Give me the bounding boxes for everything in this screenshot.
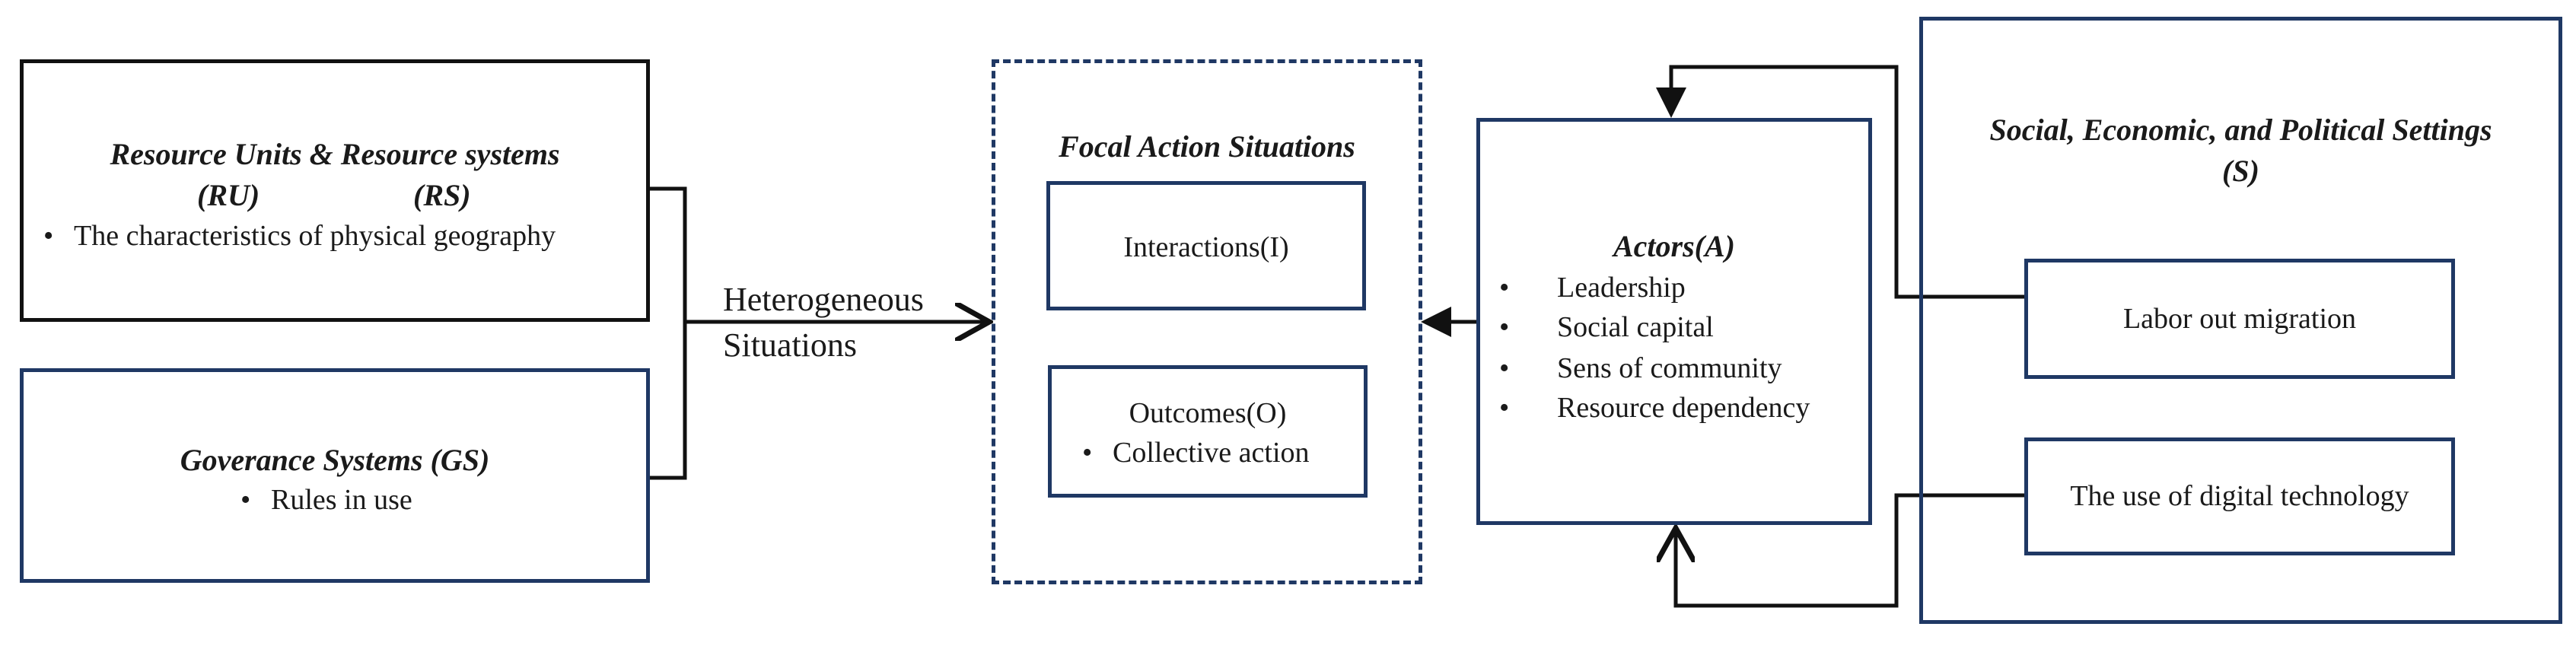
actors-bullet-leadership: • Leadership xyxy=(1499,271,1686,304)
actors-bullet-text: Sens of community xyxy=(1557,352,1782,384)
governance-systems-title: Goverance Systems (GS) xyxy=(180,443,490,477)
resource-units-title: Resource Units & Resource systems xyxy=(110,137,560,171)
focal-action-situations-box: Focal Action Situations xyxy=(992,59,1422,584)
resource-units-box: Resource Units & Resource systems (RU) (… xyxy=(20,59,650,322)
outcomes-box: Outcomes(O) • Collective action xyxy=(1048,365,1368,498)
resource-units-ru-label: (RU) xyxy=(197,178,260,212)
outcomes-bullet: • Collective action xyxy=(1082,436,1310,469)
bullet-dot: • xyxy=(1499,392,1510,424)
bullet-dot: • xyxy=(1082,437,1093,469)
focal-action-title: Focal Action Situations xyxy=(1059,129,1355,164)
actors-bullet-sense-of-community: • Sens of community xyxy=(1499,352,1782,385)
outcomes-title: Outcomes(O) xyxy=(1129,397,1287,429)
interactions-label: Interactions(I) xyxy=(1123,231,1289,263)
actors-box: Actors(A) • Leadership • Social capital • S… xyxy=(1476,118,1872,525)
actors-bullet-text: Social capital xyxy=(1557,311,1714,343)
outcomes-bullet-text: Collective action xyxy=(1113,437,1310,469)
heterogeneous-label-line2: Situations xyxy=(723,326,858,364)
actors-bullet-text: Leadership xyxy=(1557,272,1686,304)
settings-title-line1: Social, Economic, and Political Settings xyxy=(1989,113,2492,147)
settings-title-line2: (S) xyxy=(2222,154,2259,188)
actors-bullet-social-capital: • Social capital xyxy=(1499,310,1714,344)
actors-bullet-resource-dependency: • Resource dependency xyxy=(1499,391,1810,425)
labor-migration-box: Labor out migration xyxy=(2024,259,2455,379)
bullet-dot: • xyxy=(43,220,54,252)
settings-box: Social, Economic, and Political Settings… xyxy=(1919,17,2562,624)
left-bracket-line xyxy=(649,186,687,480)
bullet-dot: • xyxy=(1499,272,1510,304)
governance-systems-box: Goverance Systems (GS) • Rules in use xyxy=(20,368,650,583)
resource-units-bullet-text: The characteristics of physical geograph… xyxy=(74,220,556,252)
bullet-dot: • xyxy=(240,484,251,516)
labor-to-actors-line xyxy=(1656,65,2024,299)
governance-bullet-text: Rules in use xyxy=(271,484,412,516)
actors-bullet-text: Resource dependency xyxy=(1557,392,1810,424)
digital-to-actors-line xyxy=(1676,493,2024,608)
digital-technology-box: The use of digital technology xyxy=(2024,437,2455,555)
heterogeneous-label-line1: Heterogeneous xyxy=(723,281,924,318)
bullet-dot: • xyxy=(1499,311,1510,343)
resource-systems-rs-label: (RS) xyxy=(413,178,471,212)
governance-bullet: • Rules in use xyxy=(240,483,412,517)
digital-technology-label: The use of digital technology xyxy=(2070,480,2409,512)
labor-migration-label: Labor out migration xyxy=(2122,303,2357,335)
interactions-box: Interactions(I) xyxy=(1046,181,1366,310)
actors-title: Actors(A) xyxy=(1613,229,1735,263)
bullet-dot: • xyxy=(1499,352,1510,384)
resource-units-bullet: • The characteristics of physical geograp… xyxy=(43,219,556,253)
